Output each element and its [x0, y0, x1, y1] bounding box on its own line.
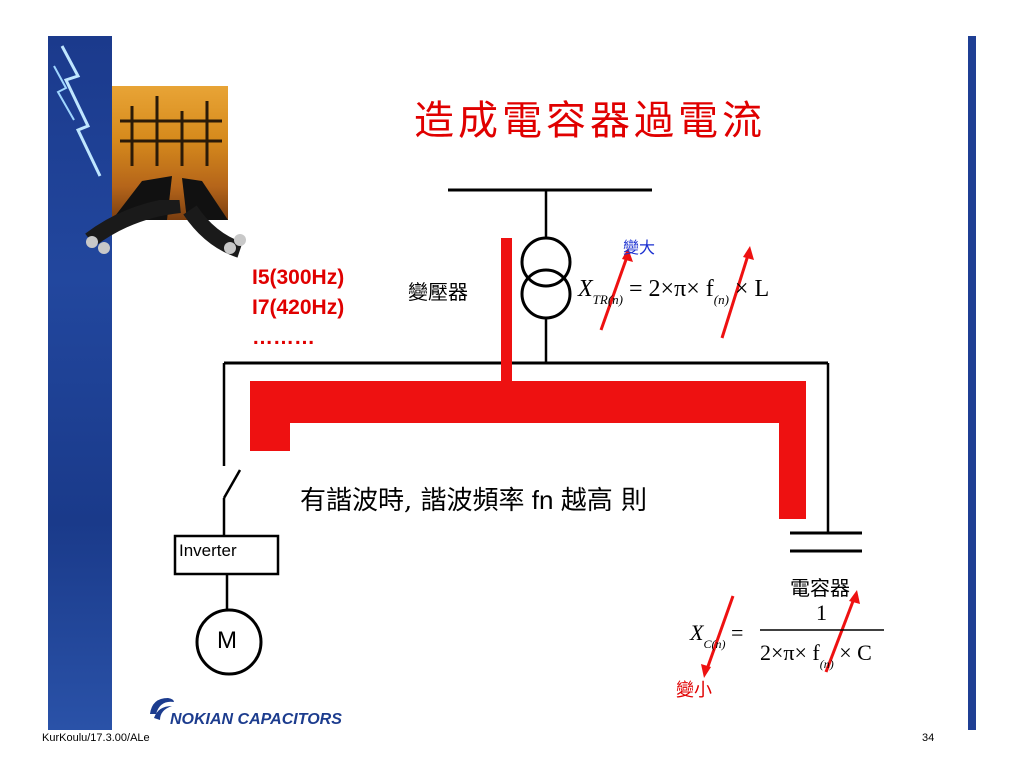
- capacitor-label: 電容器: [790, 576, 850, 600]
- increase-arrow-2: [720, 251, 751, 339]
- slide-title: 造成電容器過電流: [414, 98, 766, 144]
- right-border-bar: [968, 36, 976, 730]
- transformer-symbol: [520, 236, 572, 320]
- cable-icon: [85, 200, 246, 258]
- harmonic-current-path: [250, 238, 806, 519]
- harmonic-sentence: 有諧波時, 諧波頻率 fn 越高 則: [300, 485, 647, 516]
- harmonic-label-7: I7(420Hz): [252, 296, 345, 319]
- decrease-note: 變小: [676, 680, 712, 701]
- page-number: 34: [922, 732, 935, 744]
- company-logo-text: NOKIAN CAPACITORS: [170, 711, 342, 728]
- transformer-label: 變壓器: [408, 280, 468, 304]
- footer-reference: KurKoulu/17.3.00/ALe: [42, 732, 150, 744]
- formula-numerator: 1: [816, 600, 827, 625]
- harmonic-label-5: I5(300Hz): [252, 266, 345, 289]
- formula-denominator: 2×π× f(n) × C: [760, 640, 872, 671]
- left-sidebar-band: [48, 36, 112, 730]
- inverter-label: Inverter: [179, 541, 237, 560]
- increase-arrow-3: [824, 595, 857, 673]
- capacitor-reactance-formula: XC(n) =: [690, 620, 744, 651]
- substation-photo: [112, 86, 228, 220]
- decrease-arrow: [704, 595, 735, 673]
- increase-arrow-1: [599, 253, 630, 331]
- inverter-box: [173, 534, 280, 576]
- motor-symbol: [195, 608, 263, 676]
- nokian-logo-icon: [150, 698, 174, 720]
- increase-note: 變大: [623, 238, 656, 257]
- switch-symbol: [222, 469, 242, 499]
- harmonic-ellipsis: ………: [252, 326, 315, 349]
- lightning-icon: [53, 45, 102, 177]
- motor-label: M: [217, 627, 237, 654]
- transformer-reactance-formula: XTR(n) = 2×π× f(n) × L: [578, 276, 770, 307]
